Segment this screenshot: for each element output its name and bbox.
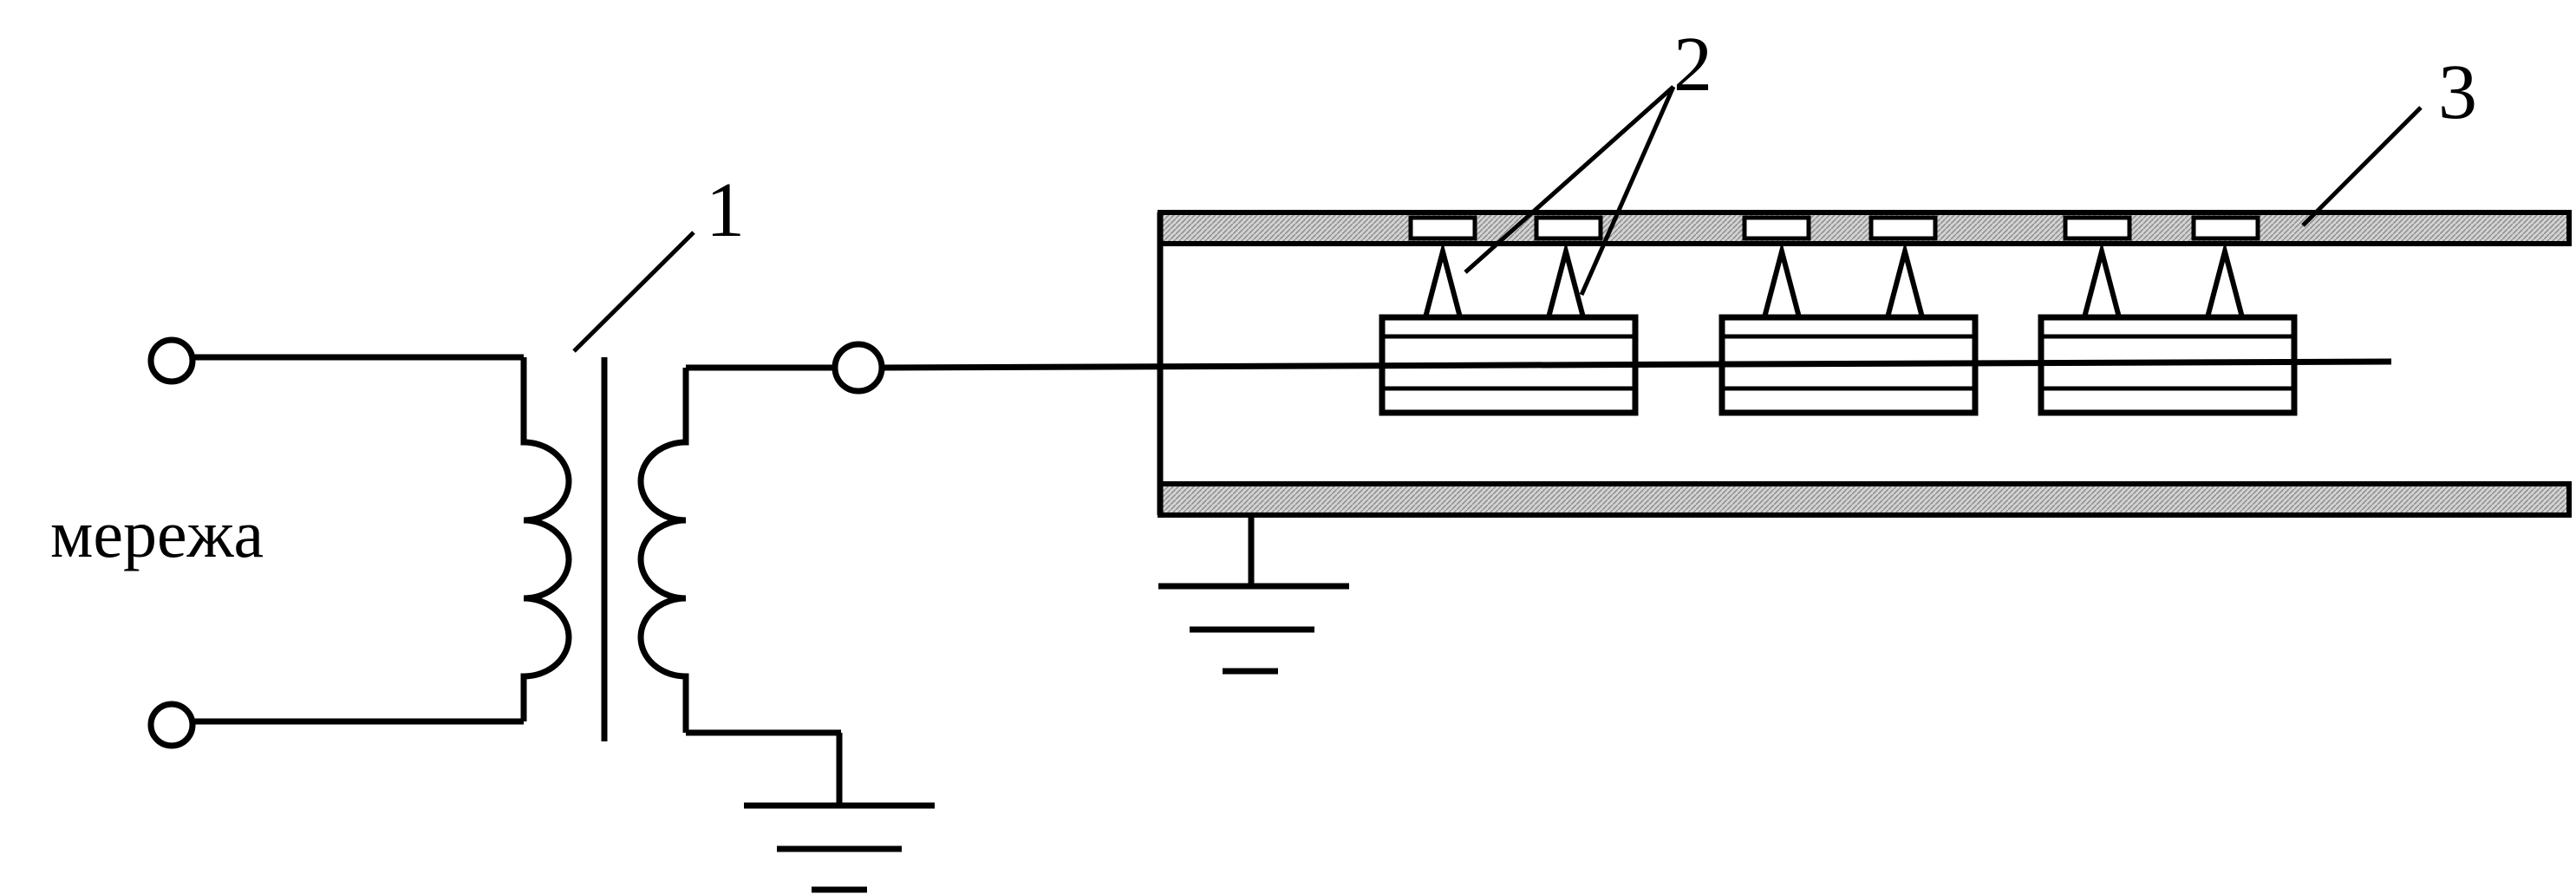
secondary-winding bbox=[637, 368, 689, 733]
electrode-frame bbox=[2038, 314, 2298, 416]
emitter-tip bbox=[2082, 241, 2122, 318]
window bbox=[1534, 215, 1603, 241]
emitter-tip bbox=[1423, 241, 1463, 318]
callout-label-2: 2 bbox=[1673, 22, 1712, 108]
window bbox=[2063, 215, 2132, 241]
emitter-tip bbox=[1885, 241, 1925, 318]
mains-input: мережа bbox=[50, 336, 524, 749]
output-terminal[interactable] bbox=[831, 341, 885, 395]
callout-2: 2 bbox=[1464, 22, 1712, 297]
callout-line-2b bbox=[1579, 85, 1676, 297]
callout-line-3 bbox=[2301, 106, 2423, 227]
housing-top-wall bbox=[1158, 210, 2572, 246]
input-terminal-bottom[interactable] bbox=[147, 701, 196, 749]
callout-line-2a bbox=[1464, 85, 1675, 274]
callout-label-3: 3 bbox=[2438, 49, 2477, 135]
callout-label-1: 1 bbox=[706, 167, 745, 253]
emitter-tip bbox=[2205, 241, 2245, 318]
transformer-ground bbox=[744, 733, 935, 893]
output bbox=[831, 341, 2392, 395]
input-terminal-top[interactable] bbox=[147, 336, 196, 385]
window bbox=[2191, 215, 2260, 241]
housing-bottom-wall bbox=[1158, 481, 2572, 518]
window bbox=[1868, 215, 1938, 241]
electrode-frame bbox=[1379, 314, 1639, 416]
electrode-block-3 bbox=[2038, 241, 2298, 416]
housing: 3 bbox=[1157, 49, 2572, 518]
electrode-frame bbox=[1718, 314, 1979, 416]
electrode-block-2 bbox=[1718, 241, 1979, 416]
callout-line-1 bbox=[572, 231, 695, 353]
window bbox=[1742, 215, 1811, 241]
emitter-tip bbox=[1762, 241, 1802, 318]
window bbox=[1408, 215, 1477, 241]
mains-label: мережа bbox=[50, 496, 264, 571]
electrode-block-1 bbox=[1379, 241, 1639, 416]
emitter-tip bbox=[1546, 241, 1586, 318]
housing-ground bbox=[1158, 515, 1349, 675]
primary-winding bbox=[520, 357, 572, 721]
transformer: 1 bbox=[520, 167, 841, 741]
